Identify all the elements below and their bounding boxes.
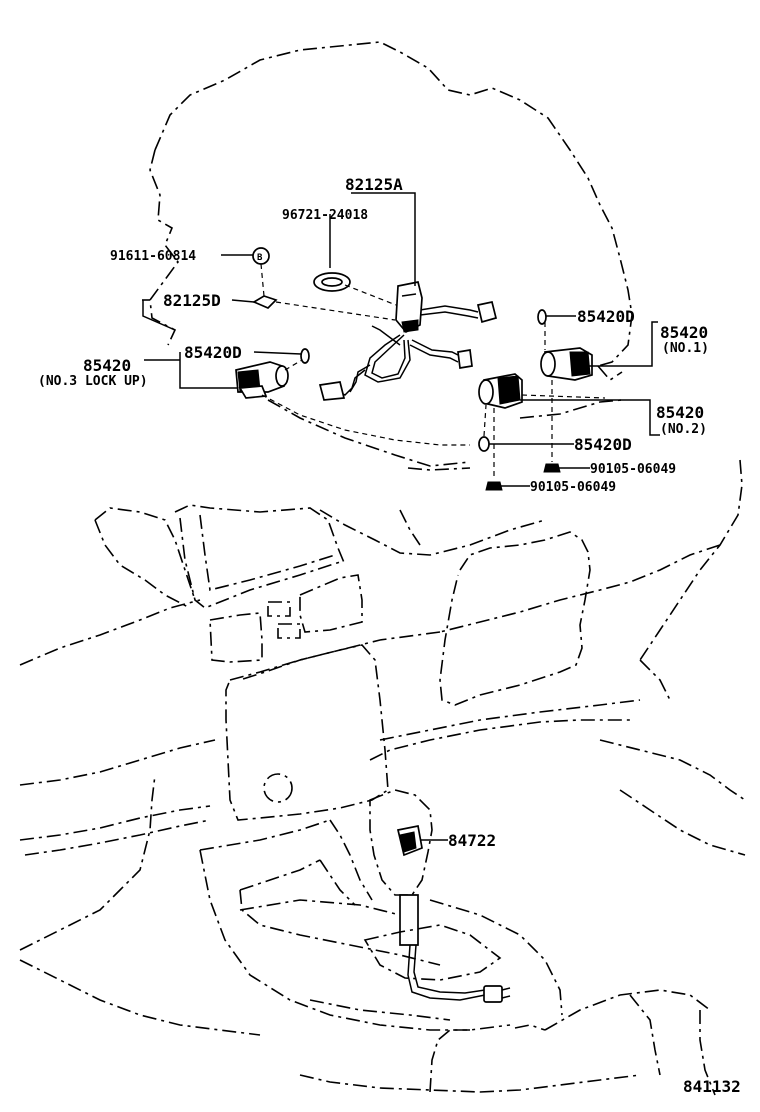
solenoid-valve-no2 xyxy=(478,373,523,452)
solenoid-valve-no3 xyxy=(235,348,310,399)
part-labels: 82125A 96721-24018 91611-60814 B 82125D … xyxy=(38,175,741,1096)
o-ring-no2 xyxy=(478,436,490,452)
label-82125D: 82125D xyxy=(163,291,221,310)
shift-lock-solenoid-84722 xyxy=(396,824,423,857)
label-90105-06049-a: 90105-06049 xyxy=(590,462,676,477)
leader-lines xyxy=(142,192,660,841)
label-no3-lock-up: (NO.3 LOCK UP) xyxy=(38,374,148,389)
label-no1: (NO.1) xyxy=(662,341,709,356)
solenoid-valve-no1 xyxy=(537,309,593,381)
transmission-housing-outline xyxy=(142,41,633,471)
label-b: B xyxy=(257,253,263,263)
label-85420D-left: 85420D xyxy=(184,343,242,362)
label-90105-06049-b: 90105-06049 xyxy=(530,480,616,495)
dashboard-outline xyxy=(19,459,746,1096)
wire-harness xyxy=(318,281,498,401)
assembly-lines xyxy=(260,263,606,446)
label-96721-24018: 96721-24018 xyxy=(282,208,368,223)
o-ring-left xyxy=(300,348,310,364)
label-91611-60814: 91611-60814 xyxy=(110,249,196,264)
gasket-82125D xyxy=(252,295,278,310)
label-85420-no2: 85420 xyxy=(656,403,704,422)
gasket-96721 xyxy=(313,272,351,292)
shift-lever-assembly xyxy=(239,789,563,1021)
label-84722: 84722 xyxy=(448,831,496,850)
figure-number: 841132 xyxy=(683,1077,741,1096)
bolts xyxy=(485,380,561,491)
label-85420-no1: 85420 xyxy=(660,323,708,342)
label-85420D-topright: 85420D xyxy=(577,307,635,326)
label-82125A: 82125A xyxy=(345,175,403,194)
o-ring-no1 xyxy=(537,309,547,325)
label-85420D-lowright: 85420D xyxy=(574,435,632,454)
label-no2: (NO.2) xyxy=(660,422,707,437)
label-85420-no3: 85420 xyxy=(83,356,131,375)
